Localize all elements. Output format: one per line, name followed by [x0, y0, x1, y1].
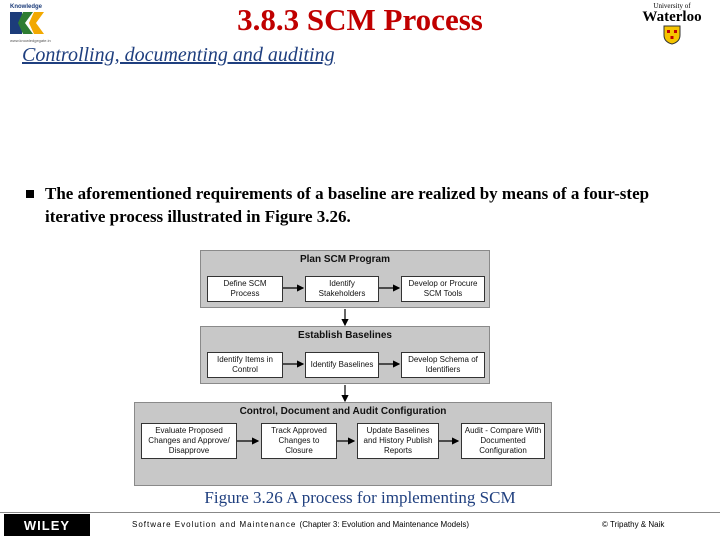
slide-title: 3.8.3 SCM Process: [237, 2, 483, 37]
slide-subtitle: Controlling, documenting and auditing: [22, 44, 335, 66]
diagram-arrows: [237, 284, 460, 445]
shield-icon: [663, 25, 681, 45]
wiley-logo: WILEY: [4, 514, 90, 536]
bullet-text: The aforementioned requirements of a bas…: [45, 184, 650, 226]
stage-control-document-audit: Control, Document and Audit Configuratio…: [134, 402, 552, 486]
footer-divider: [0, 512, 720, 513]
process-box: Track Approved Changes to Closure: [261, 423, 337, 459]
footer-book: Software Evolution and Maintenance: [132, 520, 297, 529]
stage-establish-baselines: Establish Baselines Identify Items in Co…: [200, 326, 490, 384]
process-box: Audit - Compare With Documented Configur…: [461, 423, 545, 459]
process-box: Define SCM Process: [207, 276, 283, 302]
stage-title: Plan SCM Program: [299, 254, 391, 265]
knowledgegate-logo: Knowledge www.knowledgegate.in: [6, 4, 51, 44]
footer-book-title: Software Evolution and Maintenance (Chap…: [132, 520, 469, 529]
figure-caption: Figure 3.26 A process for implementing S…: [204, 488, 516, 507]
process-box: Identify Baselines: [305, 352, 379, 378]
process-box: Update Baselines and History Publish Rep…: [357, 423, 439, 459]
kg-logo-icon: [10, 12, 44, 34]
waterloo-logo: University of Waterloo: [634, 2, 710, 48]
footer-chapter: (Chapter 3: Evolution and Maintenance Mo…: [299, 520, 469, 529]
footer-copyright: © Tripathy & Naik: [602, 520, 665, 529]
process-box: Develop or Procure SCM Tools: [401, 276, 485, 302]
waterloo-name-text: Waterloo: [642, 9, 702, 25]
process-box: Identify Stakeholders: [305, 276, 379, 302]
bullet-square-icon: [26, 190, 34, 198]
scm-process-diagram: Plan SCM Program Define SCM Process Iden…: [134, 246, 552, 488]
stage-title: Establish Baselines: [298, 330, 392, 341]
process-box: Identify Items in Control: [207, 352, 283, 378]
kg-url-text: www.knowledgegate.in: [10, 38, 51, 43]
stage-title: Control, Document and Audit Configuratio…: [239, 406, 447, 417]
kg-brand-text: Knowledge: [10, 4, 43, 10]
waterloo-univ-text: University of: [653, 2, 691, 10]
stage-plan-scm-program: Plan SCM Program Define SCM Process Iden…: [200, 250, 490, 308]
process-box: Evaluate Proposed Changes and Approve/ D…: [141, 423, 237, 459]
process-box: Develop Schema of Identifiers: [401, 352, 485, 378]
